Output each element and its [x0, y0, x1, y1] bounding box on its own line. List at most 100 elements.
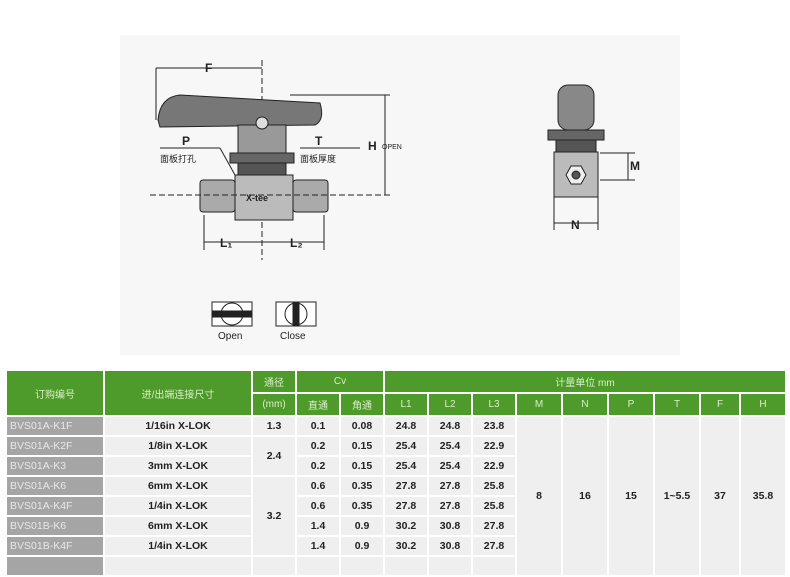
l2-value: 27.8 — [429, 497, 471, 515]
bore-value: 3.2 — [253, 477, 295, 555]
header-p: P — [609, 394, 653, 415]
header-n: N — [563, 394, 607, 415]
f-value: 37 — [701, 417, 739, 575]
cv-straight: 0.2 — [297, 437, 339, 455]
order-code: BVS01A-K3 — [7, 457, 103, 475]
l3-value: 27.8 — [473, 537, 515, 555]
spec-table: 订购编号 进/出端连接尺寸 通径 Cv 计量单位 mm (mm) 直通 角通 L… — [5, 369, 787, 577]
label-m: M — [630, 159, 640, 173]
l2-value: 27.8 — [429, 477, 471, 495]
label-l1: L₁ — [220, 236, 232, 250]
order-code: BVS01B-K6 — [7, 517, 103, 535]
cv-angle: 0.9 — [341, 517, 383, 535]
l2-value: 24.8 — [429, 417, 471, 435]
m-value: 8 — [517, 417, 561, 575]
label-t-note: 面板厚度 — [300, 153, 336, 164]
l1-value — [385, 557, 427, 575]
header-f: F — [701, 394, 739, 415]
label-l2: L₂ — [290, 236, 303, 250]
connection-size: 1/4in X-LOK — [105, 497, 251, 515]
cv-straight: 0.2 — [297, 457, 339, 475]
l3-value: 22.9 — [473, 437, 515, 455]
valve-dimension-drawing: F P T H L₁ L₂ M N 面板打孔 面板厚度 OPEN X-tee O… — [120, 35, 680, 355]
cv-straight: 1.4 — [297, 537, 339, 555]
cv-straight: 0.1 — [297, 417, 339, 435]
order-code: BVS01A-K2F — [7, 437, 103, 455]
header-cv-straight: 直通 — [297, 394, 339, 415]
h-value: 35.8 — [741, 417, 785, 575]
l1-value: 24.8 — [385, 417, 427, 435]
header-bore: 通径 — [253, 371, 295, 392]
l1-value: 27.8 — [385, 497, 427, 515]
header-cv: Cv — [297, 371, 383, 392]
label-f: F — [205, 61, 212, 75]
cv-angle: 0.15 — [341, 437, 383, 455]
connection-size: 3mm X-LOK — [105, 457, 251, 475]
l2-value — [429, 557, 471, 575]
label-h-note: OPEN — [382, 144, 402, 151]
bore-value: 2.4 — [253, 437, 295, 475]
cv-straight: 1.4 — [297, 517, 339, 535]
l3-value: 22.9 — [473, 457, 515, 475]
label-t: T — [315, 134, 323, 148]
header-l1: L1 — [385, 394, 427, 415]
header-m: M — [517, 394, 561, 415]
l2-value: 25.4 — [429, 457, 471, 475]
cv-angle: 0.35 — [341, 497, 383, 515]
order-code: BVS01A-K6 — [7, 477, 103, 495]
l1-value: 25.4 — [385, 457, 427, 475]
label-close: Close — [280, 331, 306, 342]
header-order-no: 订购编号 — [7, 371, 103, 415]
header-t: T — [655, 394, 699, 415]
l1-value: 27.8 — [385, 477, 427, 495]
header-connection: 进/出端连接尺寸 — [105, 371, 251, 415]
label-n: N — [571, 218, 580, 232]
connection-size: 1/4in X-LOK — [105, 537, 251, 555]
label-h: H — [368, 139, 377, 153]
bore-value: 1.3 — [253, 417, 295, 435]
cv-straight: 0.6 — [297, 497, 339, 515]
l3-value: 25.8 — [473, 477, 515, 495]
connection-size: 6mm X-LOK — [105, 477, 251, 495]
order-code: BVS01A-K4F — [7, 497, 103, 515]
t-value: 1~5.5 — [655, 417, 699, 575]
cv-straight — [297, 557, 339, 575]
order-code: BVS01A-K1F — [7, 417, 103, 435]
cv-angle — [341, 557, 383, 575]
order-code: BVS01B-K4F — [7, 537, 103, 555]
l2-value: 25.4 — [429, 437, 471, 455]
label-open: Open — [218, 331, 242, 342]
l3-value — [473, 557, 515, 575]
cv-angle: 0.15 — [341, 457, 383, 475]
l3-value: 23.8 — [473, 417, 515, 435]
header-unit: 计量单位 mm — [385, 371, 785, 392]
l3-value: 25.8 — [473, 497, 515, 515]
l2-value: 30.8 — [429, 537, 471, 555]
n-value: 16 — [563, 417, 607, 575]
l2-value: 30.8 — [429, 517, 471, 535]
header-l2: L2 — [429, 394, 471, 415]
bore-value — [253, 557, 295, 575]
cv-angle: 0.9 — [341, 537, 383, 555]
cv-angle: 0.08 — [341, 417, 383, 435]
connection-size: 6mm X-LOK — [105, 517, 251, 535]
l1-value: 30.2 — [385, 537, 427, 555]
connection-size — [105, 557, 251, 575]
p-value: 15 — [609, 417, 653, 575]
cv-straight: 0.6 — [297, 477, 339, 495]
l1-value: 30.2 — [385, 517, 427, 535]
l1-value: 25.4 — [385, 437, 427, 455]
header-h: H — [741, 394, 785, 415]
cv-angle: 0.35 — [341, 477, 383, 495]
l3-value: 27.8 — [473, 517, 515, 535]
label-p: P — [182, 134, 190, 148]
brand-logo: X-tee — [246, 193, 268, 203]
label-p-note: 面板打孔 — [160, 153, 196, 164]
